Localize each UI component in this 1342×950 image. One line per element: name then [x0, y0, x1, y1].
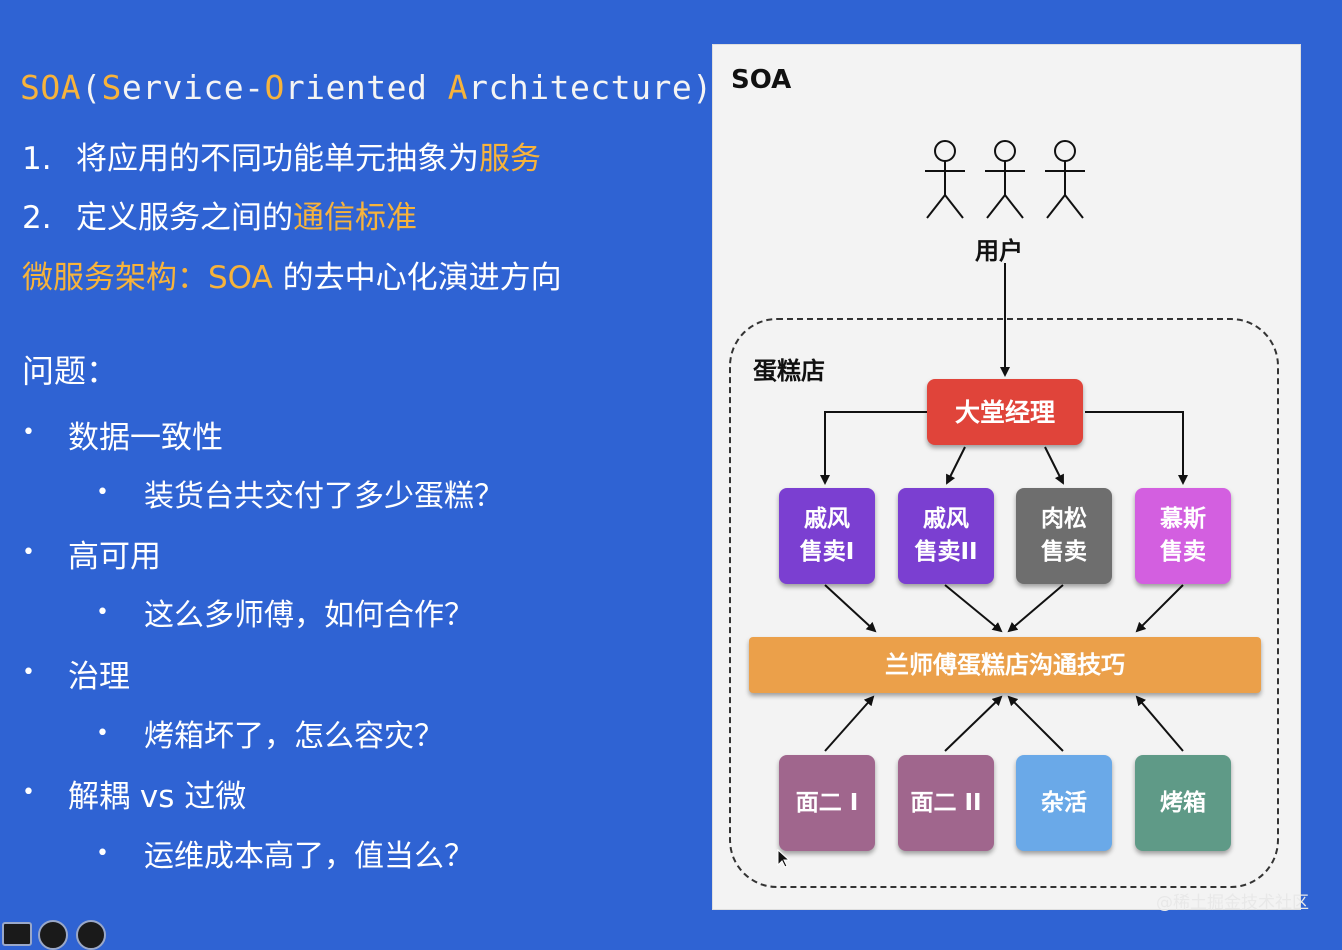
slide-title: SOA(Service-Oriented Architecture) — [20, 68, 713, 107]
user-icon — [1045, 140, 1085, 219]
users-label: 用户 — [975, 237, 1023, 265]
title-w3-rest: rchitecture — [468, 68, 693, 107]
footer-watermark: @稀土掘金技术社区 — [1156, 893, 1309, 913]
title-w2-cap: O — [264, 68, 285, 107]
point-2-number: 2. — [22, 200, 52, 236]
soa-diagram-panel: SOA — [712, 44, 1301, 910]
problem-3-sub: 烤箱坏了，怎么容灾？ — [144, 719, 444, 754]
worker-box: 烤箱 — [1135, 755, 1231, 851]
problem-2-sub-bullet: • — [96, 600, 109, 625]
title-paren-open: ( — [81, 68, 102, 107]
title-w1-cap: S — [101, 68, 122, 107]
problem-1-sub: 装货台共交付了多少蛋糕？ — [144, 479, 504, 514]
title-w2-rest: riented — [284, 68, 448, 107]
microservice-text: 的去中心化演进方向 — [272, 260, 562, 296]
problem-2-label: 高可用 — [68, 539, 161, 575]
grid-icon[interactable] — [2, 922, 32, 946]
problems-title: 问题： — [22, 352, 119, 390]
cake-shop-label: 蛋糕店 — [753, 357, 825, 385]
problem-4-bullet: • — [22, 780, 35, 805]
problem-3-sub-bullet: • — [96, 721, 109, 746]
title-w3-cap: A — [447, 68, 469, 107]
manager-box: 大堂经理 — [927, 379, 1083, 445]
problem-4-sub: 运维成本高了，值当么？ — [144, 839, 474, 874]
cake-shop-boundary — [729, 318, 1279, 888]
problem-3-label: 治理 — [68, 659, 130, 695]
seller-line1: 慕斯 — [1160, 506, 1206, 532]
worker-box: 面二 II — [898, 755, 994, 851]
worker-box: 面二 I — [779, 755, 875, 851]
communication-bus: 兰师傅蛋糕店沟通技巧 — [749, 637, 1261, 693]
problem-1-sub-bullet: • — [96, 480, 109, 505]
microservice-line: 微服务架构：SOA 的去中心化演进方向 — [22, 252, 562, 297]
seller-line2: 售卖 — [1041, 539, 1087, 565]
point-2-text: 定义服务之间的 — [76, 200, 293, 236]
diagram-connectors — [820, 140, 1188, 752]
problem-4-label: 解耦 vs 过微 — [68, 779, 247, 815]
diagram-title: SOA — [731, 65, 792, 95]
problem-1-label: 数据一致性 — [68, 420, 223, 456]
point-1-text: 将应用的不同功能单元抽象为 — [76, 141, 479, 177]
zoom-icon[interactable] — [38, 920, 68, 950]
seller-line2: 售卖 — [1160, 539, 1206, 565]
seller-line1: 肉松 — [1041, 506, 1087, 532]
seller-line2: 售卖II — [914, 539, 978, 565]
problem-4-sub-bullet: • — [96, 841, 109, 866]
microservice-highlight: 微服务架构：SOA — [22, 260, 273, 296]
problem-2-sub: 这么多师傅，如何合作？ — [144, 598, 474, 633]
user-icon — [925, 140, 965, 219]
title-abbr: SOA — [20, 68, 82, 107]
point-2: 2. 定义服务之间的通信标准 — [22, 192, 417, 237]
point-1-number: 1. — [22, 141, 52, 177]
point-1: 1. 将应用的不同功能单元抽象为服务 — [22, 133, 541, 178]
more-icon[interactable] — [76, 920, 106, 950]
seller-box: 戚风售卖I — [779, 488, 875, 584]
seller-line2: 售卖I — [799, 539, 855, 565]
title-w1-rest: ervice- — [121, 68, 265, 107]
point-1-highlight: 服务 — [479, 141, 541, 177]
seller-box: 慕斯售卖 — [1135, 488, 1231, 584]
title-paren-close: ) — [692, 68, 713, 107]
worker-box: 杂活 — [1016, 755, 1112, 851]
seller-line1: 戚风 — [804, 506, 850, 532]
seller-box: 戚风售卖II — [898, 488, 994, 584]
mouse-cursor-icon — [777, 849, 791, 868]
problem-2-bullet: • — [22, 540, 35, 565]
user-icon — [985, 140, 1025, 219]
seller-line1: 戚风 — [923, 506, 969, 532]
problem-1-bullet: • — [22, 420, 35, 445]
problem-3-bullet: • — [22, 660, 35, 685]
seller-box: 肉松售卖 — [1016, 488, 1112, 584]
point-2-highlight: 通信标准 — [293, 200, 417, 236]
